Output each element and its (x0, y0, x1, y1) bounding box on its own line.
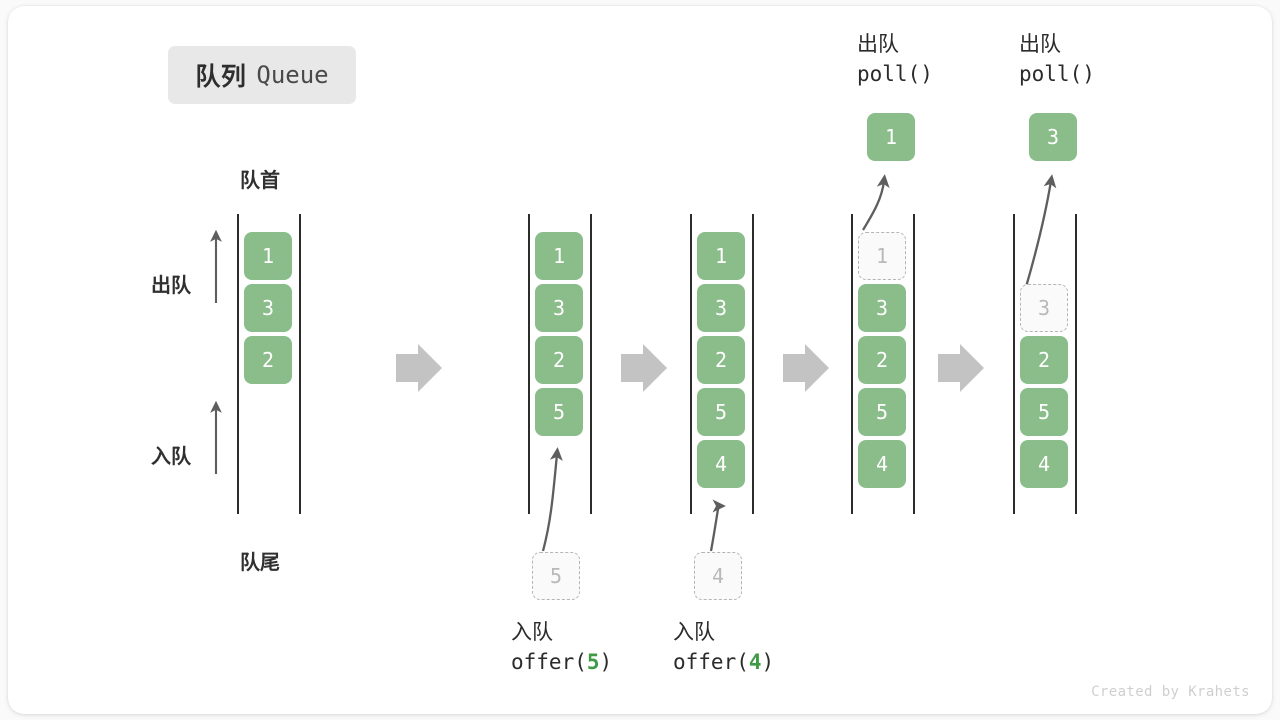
queue-rail (690, 214, 692, 514)
queue-element-filled: 3 (535, 284, 583, 332)
queue-element-filled: 4 (697, 440, 745, 488)
dequeue-arrow-3 (1024, 174, 1057, 288)
queue-rail (528, 214, 530, 514)
queue-element-filled: 2 (244, 336, 292, 384)
outgoing-element-box: 3 (1029, 113, 1077, 161)
queue-rail (1013, 214, 1015, 514)
queue-element-filled: 1 (535, 232, 583, 280)
enqueue-caption-cn: 入队 (673, 620, 715, 644)
enqueue-direction-label: 入队 (151, 444, 191, 468)
watermark: Created by Krahets (1091, 684, 1250, 700)
queue-element-filled: 5 (535, 388, 583, 436)
queue-element-filled: 1 (244, 232, 292, 280)
title-label-en: Queue (256, 61, 329, 89)
diagram-vector-overlay (210, 174, 1057, 552)
queue-head-label: 队首 (240, 168, 280, 192)
diagram-card: 队列 Queue 队首 队尾 出队 入队 (8, 6, 1272, 714)
transition-arrow-1 (396, 344, 442, 392)
queue-element-filled: 2 (1020, 336, 1068, 384)
enqueue-caption: 入队 offer(4) (673, 618, 774, 678)
enqueue-caption-code: offer(5) (511, 649, 613, 674)
queue-element-filled: 2 (858, 336, 906, 384)
diagram-stage: 队列 Queue 队首 队尾 出队 入队 (8, 6, 1272, 714)
queue-element-filled: 2 (697, 336, 745, 384)
queue-rail (851, 214, 853, 514)
enqueue-arrow-4 (709, 499, 726, 552)
dequeue-caption-cn: 出队 (1019, 32, 1061, 56)
queue-rail (913, 214, 915, 514)
queue-element-filled: 4 (1020, 440, 1068, 488)
dequeue-caption: 出队 poll() (857, 30, 933, 90)
queue-element-ghost: 3 (1020, 284, 1068, 332)
outgoing-element-box: 1 (867, 113, 915, 161)
queue-rail (299, 214, 301, 514)
transition-arrow-4 (938, 344, 984, 392)
title-label-cn: 队列 (195, 62, 247, 91)
queue-rail (590, 214, 592, 514)
queue-element-filled: 3 (697, 284, 745, 332)
dequeue-direction-label: 出队 (151, 273, 191, 297)
dequeue-caption-cn: 出队 (857, 32, 899, 56)
transition-arrow-2 (621, 344, 667, 392)
enqueue-caption-cn: 入队 (511, 620, 553, 644)
queue-element-filled: 1 (697, 232, 745, 280)
enqueue-caption-code: offer(4) (673, 649, 775, 674)
queue-rail (237, 214, 239, 514)
queue-element-filled: 5 (697, 388, 745, 436)
incoming-element-box: 4 (694, 552, 742, 600)
queue-element-filled: 5 (1020, 388, 1068, 436)
incoming-element-box: 5 (532, 552, 580, 600)
queue-rail (1075, 214, 1077, 514)
enqueue-caption: 入队 offer(5) (511, 618, 612, 678)
transition-arrow-3 (783, 344, 829, 392)
dequeue-caption-code: poll() (1019, 61, 1095, 86)
queue-element-filled: 5 (858, 388, 906, 436)
queue-element-filled: 4 (858, 440, 906, 488)
queue-element-filled: 2 (535, 336, 583, 384)
queue-tail-label: 队尾 (240, 550, 280, 574)
diagram-title-badge: 队列 Queue (168, 46, 356, 104)
dequeue-arrow-1 (862, 174, 890, 231)
queue-element-filled: 3 (858, 284, 906, 332)
enqueue-arrow-5 (541, 447, 563, 552)
dequeue-caption: 出队 poll() (1019, 30, 1095, 90)
queue-element-ghost: 1 (858, 232, 906, 280)
dequeue-caption-code: poll() (857, 61, 933, 86)
queue-element-filled: 3 (244, 284, 292, 332)
queue-rail (752, 214, 754, 514)
